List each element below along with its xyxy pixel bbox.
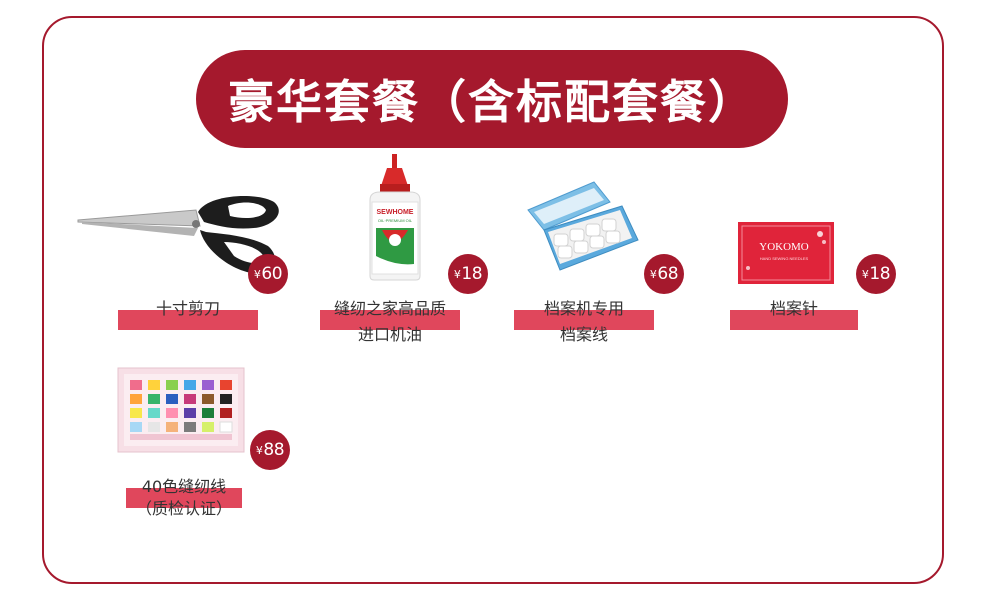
package-title: 豪华套餐（含标配套餐） bbox=[196, 50, 788, 148]
label-bar bbox=[126, 488, 242, 508]
item-name-line2: 进口机油 bbox=[357, 325, 422, 344]
item-name: 缝纫之家高品质 bbox=[333, 299, 446, 318]
scissors-icon bbox=[77, 196, 279, 275]
item-name: 十寸剪刀 bbox=[155, 299, 220, 318]
item-name: 档案机专用 bbox=[543, 299, 624, 318]
label-bar bbox=[118, 310, 258, 330]
pack-sub-text: HAND SEWING NEEDLES bbox=[760, 256, 809, 261]
item-name: 40色缝纫线 bbox=[141, 477, 227, 496]
label-bar bbox=[320, 310, 460, 330]
price-badge: ¥60 bbox=[248, 254, 288, 294]
thread-box-icon bbox=[527, 181, 639, 271]
item-name-line2: 档案线 bbox=[559, 325, 608, 344]
item-name-line2: （质检认证） bbox=[135, 499, 232, 518]
bottle-brand-text: SEWHOME bbox=[377, 209, 414, 216]
bottle-sub-text: OIL·PREMIUM OIL bbox=[378, 218, 413, 223]
label-bar bbox=[514, 310, 654, 330]
price-badge: ¥18 bbox=[448, 254, 488, 294]
oil-bottle-icon: SEWHOME OIL·PREMIUM OIL bbox=[369, 154, 421, 281]
needle-pack-icon: YOKOMO HAND SEWING NEEDLES bbox=[738, 222, 834, 284]
price-badge: ¥18 bbox=[856, 254, 896, 294]
price-badge: ¥88 bbox=[250, 430, 290, 470]
price-badge: ¥68 bbox=[644, 254, 684, 294]
thread-set-icon bbox=[117, 367, 245, 453]
label-bar bbox=[730, 310, 858, 330]
package-frame bbox=[42, 16, 944, 584]
item-name: 档案针 bbox=[769, 299, 818, 318]
pack-brand-text: YOKOMO bbox=[759, 241, 809, 253]
